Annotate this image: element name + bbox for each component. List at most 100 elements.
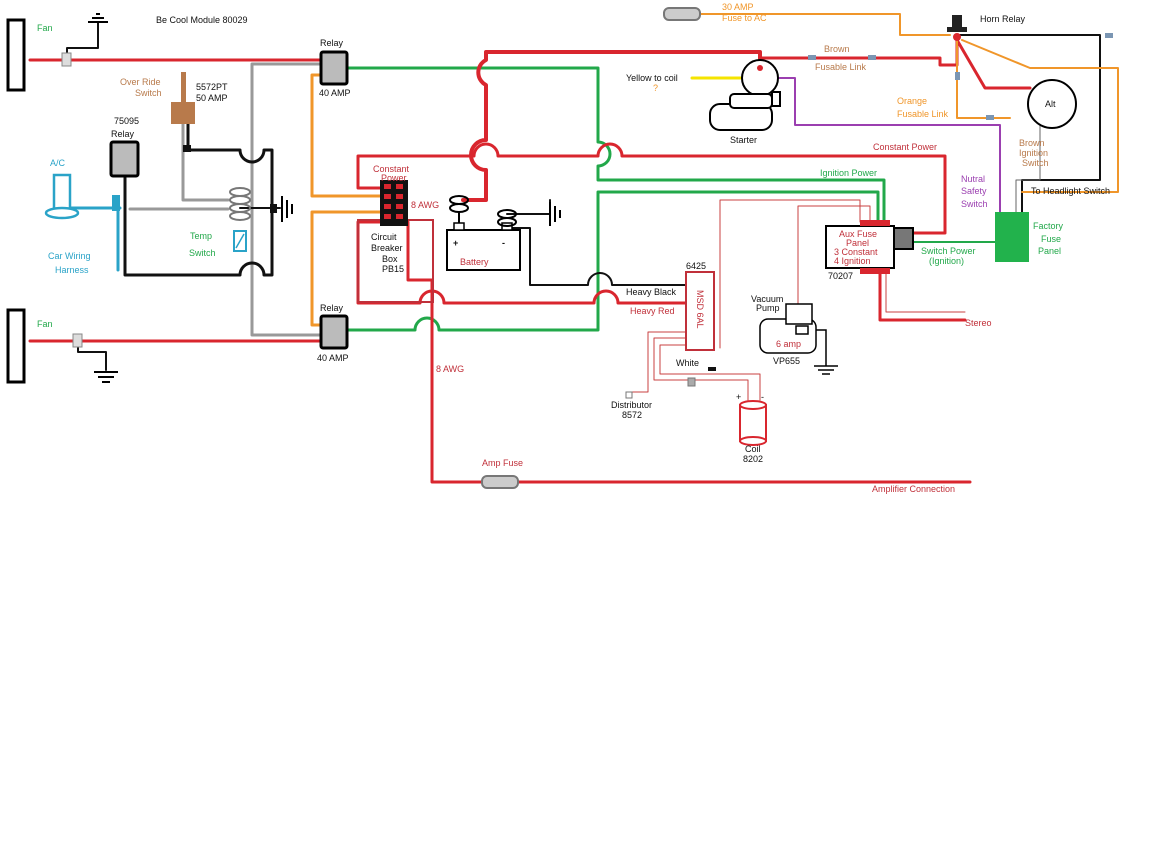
- nutral-label-2: Safety: [961, 186, 987, 196]
- factory-label-2: Fuse: [1041, 234, 1061, 244]
- headlight-label: To Headlight Switch: [1031, 186, 1110, 196]
- relay-bottom-icon: [319, 314, 349, 350]
- msd-part: 6425: [686, 261, 706, 271]
- aux-label-1: Aux Fuse: [839, 229, 877, 239]
- module-ground-icon: [281, 196, 293, 222]
- relay-top-icon: [319, 50, 349, 86]
- fuse-ac-label-2: Fuse to AC: [722, 13, 767, 23]
- relay-top-amp: 40 AMP: [319, 88, 351, 98]
- constant-power-label-2: Power: [381, 173, 407, 183]
- switch-power-label-1: Switch Power: [921, 246, 976, 256]
- battery-minus-label: -: [502, 238, 505, 248]
- heavy-red-label: Heavy Red: [630, 306, 675, 316]
- vacuum-part: VP655: [773, 356, 800, 366]
- msd-connector-icon: [687, 377, 696, 387]
- distributor-icon: [625, 391, 633, 399]
- switch-power-label-2: (Ignition): [929, 256, 964, 266]
- aux-part: 70207: [828, 271, 853, 281]
- wire-thin-vacuum: [797, 205, 871, 326]
- battery-label: Battery: [460, 257, 489, 267]
- orange-fusable-label-1: Orange: [897, 96, 927, 106]
- factory-label-1: Factory: [1033, 221, 1064, 231]
- wire-red-horn-alt: [955, 38, 1032, 90]
- fan-top-icon: [6, 18, 26, 92]
- coil-plus-label: +: [736, 392, 741, 402]
- wire-black-battery-msd: [506, 227, 687, 286]
- wire-orange-lower: [310, 210, 382, 327]
- horn-relay-icon: [947, 15, 967, 41]
- fan-top-label: Fan: [37, 23, 53, 33]
- fuse-ac-label-1: 30 AMP: [722, 2, 754, 12]
- msd-label: MSD 6AL: [695, 290, 705, 329]
- wire-red-constant-power: [356, 142, 947, 235]
- constant-power-label-1: Constant: [373, 164, 410, 174]
- wire-purple-starter: [765, 77, 1001, 213]
- wire-orange-upper: [310, 73, 382, 198]
- alternator-icon: [1027, 79, 1077, 129]
- vacuum-pump-icon: [759, 303, 817, 354]
- battery-ground-icon: [549, 202, 561, 226]
- aux-fuse-top-terminal-icon: [860, 220, 890, 226]
- relay-75095-number: 75095: [114, 116, 139, 126]
- ac-connector-icon: [112, 195, 120, 211]
- coil-label: Coil: [745, 444, 761, 454]
- nutral-label-3: Switch: [961, 199, 988, 209]
- ignition-power-label: Ignition Power: [820, 168, 877, 178]
- wire-green-top: [346, 66, 886, 224]
- brown-ign-label-1: Brown: [1019, 138, 1045, 148]
- wire-gray-alt: [1015, 125, 1041, 213]
- factory-label-3: Panel: [1038, 246, 1061, 256]
- temp-label-2: Switch: [189, 248, 216, 258]
- override-switch-terminal-icon: [183, 145, 191, 152]
- relay-75095-icon: [109, 140, 140, 178]
- car-wiring-label-2: Harness: [55, 265, 89, 275]
- wire-thin-msd-4: [719, 199, 861, 349]
- heavy-black-label: Heavy Black: [626, 287, 677, 297]
- amplifier-label: Amplifier Connection: [872, 484, 955, 494]
- vacuum-amp: 6 amp: [776, 339, 801, 349]
- yellow-coil-question: ?: [653, 83, 658, 93]
- fan-bottom-ground-icon: [94, 371, 118, 383]
- ac-fuse-icon: [663, 7, 701, 21]
- horn-relay-label: Horn Relay: [980, 14, 1026, 24]
- page-title: Be Cool Module 80029: [156, 15, 248, 25]
- aux-fuse-connector-icon: [893, 227, 914, 250]
- car-wiring-label-1: Car Wiring: [48, 251, 91, 261]
- circuit-part: PB15: [382, 264, 404, 274]
- override-label-2: Switch: [135, 88, 162, 98]
- yellow-coil-label: Yellow to coil: [626, 73, 678, 83]
- brown-fusable-label-2: Fusable Link: [815, 62, 867, 72]
- distributor-part: 8572: [622, 410, 642, 420]
- starter-icon: [709, 59, 781, 131]
- nutral-label-1: Nutral: [961, 174, 985, 184]
- stereo-label: Stereo: [965, 318, 992, 328]
- relay-75095-label: Relay: [111, 129, 135, 139]
- fan-bottom-fuse-icon: [72, 333, 83, 348]
- msd-6al-box: [685, 271, 715, 351]
- override-switch-icon: [171, 102, 195, 124]
- wire-gray-relays: [250, 62, 322, 337]
- wire-orange-fuse-ac: [699, 13, 951, 36]
- distributor-label: Distributor: [611, 400, 652, 410]
- aux-fuse-bottom-terminal-icon: [860, 268, 890, 274]
- temp-label-1: Temp: [190, 231, 212, 241]
- module-coil-terminal-icon: [270, 204, 277, 213]
- wire-blue-ac: [68, 198, 122, 272]
- ac-label: A/C: [50, 158, 66, 168]
- constant-power-wire-label: Constant Power: [873, 142, 937, 152]
- wire-thin-stereo: [885, 272, 966, 313]
- coil-minus-label: -: [761, 392, 764, 402]
- wire-gray-override: [181, 116, 230, 202]
- wire-red-starter-horn: [758, 36, 959, 67]
- aux-label-3: 3 Constant: [834, 247, 878, 257]
- override-switch-lever-icon: [181, 72, 186, 102]
- circuit-label-2: Breaker: [371, 243, 403, 253]
- white-terminal-icon: [708, 367, 716, 371]
- override-amp: 50 AMP: [196, 93, 228, 103]
- ac-compressor-icon: [44, 173, 80, 220]
- brown-ign-label-3: Switch: [1022, 158, 1049, 168]
- wire-red-breaker-msd: [356, 220, 688, 305]
- override-part: 5572PT: [196, 82, 228, 92]
- factory-fuse-panel: [995, 212, 1029, 262]
